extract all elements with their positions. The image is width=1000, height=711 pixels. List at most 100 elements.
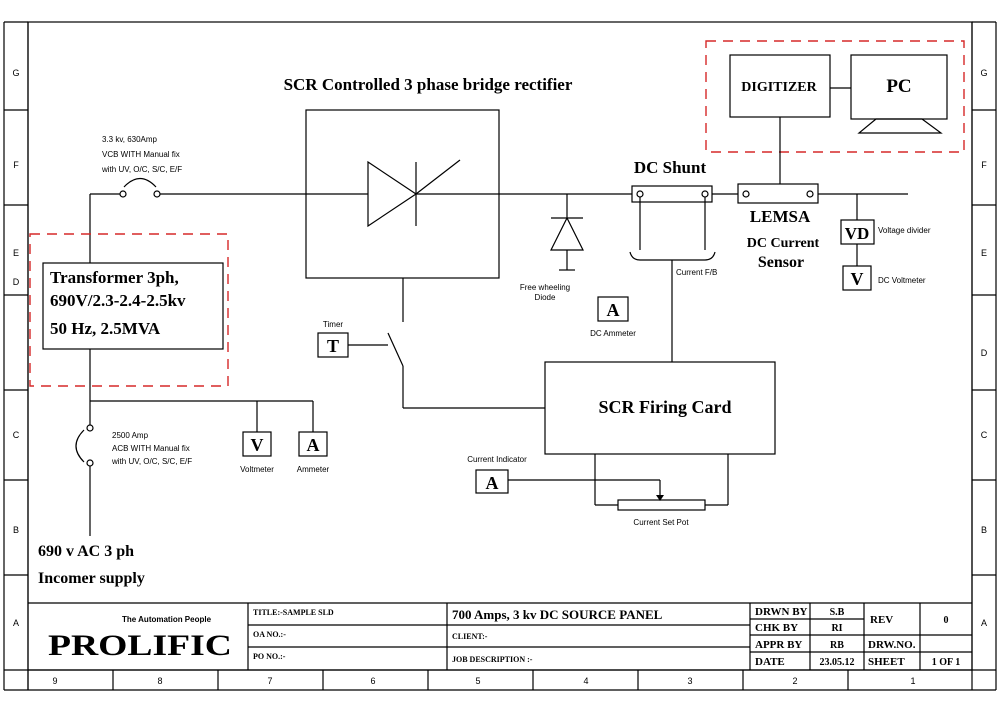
zone-letter: F: [981, 160, 987, 170]
rev-value: 0: [944, 615, 949, 626]
dc-ammeter-label: DC Ammeter: [590, 329, 636, 338]
rev-label: REV: [870, 614, 893, 626]
zone-letter: A: [981, 618, 987, 628]
transformer-box: Transformer 3ph, 690V/2.3-2.4-2.5kv 50 H…: [42, 262, 224, 350]
acb-label-3: with UV, O/C, S/C, E/F: [111, 457, 192, 466]
scr-firing-card: SCR Firing Card: [544, 361, 776, 455]
zone-letter: E: [13, 248, 19, 258]
zone-letter: E: [981, 248, 987, 258]
lemsa-label-1: LEMSA: [750, 207, 811, 226]
po-number: PO NO.:-: [253, 652, 286, 661]
current-indicator-label: Current Indicator: [467, 455, 527, 464]
data-acquisition-highlight: [705, 40, 965, 153]
current-set-pot: Current Set Pot: [594, 454, 729, 527]
checked-by-value: RI: [831, 623, 842, 634]
vcb-label-1: 3.3 kv, 630Amp: [102, 135, 158, 144]
company-tagline: The Automation People: [122, 615, 212, 624]
dc-voltmeter: V DC Voltmeter: [842, 265, 926, 291]
zone-letter: D: [13, 277, 20, 287]
scr-bridge: [305, 109, 500, 279]
drawn-by-value: S.B: [830, 607, 845, 618]
acb-label-1: 2500 Amp: [112, 431, 149, 440]
firing-card-label: SCR Firing Card: [598, 397, 731, 417]
zone-letter: B: [13, 525, 19, 535]
free-wheeling-diode: Free wheeling Diode: [520, 194, 584, 302]
zone-number: 8: [157, 676, 162, 686]
ammeter: A Ammeter: [297, 401, 330, 474]
transformer-label-3: 50 Hz, 2.5MVA: [50, 319, 161, 338]
diode-label-1: Free wheeling: [520, 283, 570, 292]
current-set-pot-label: Current Set Pot: [633, 518, 689, 527]
vcb-label-3: with UV, O/C, S/C, E/F: [101, 165, 182, 174]
date-label: DATE: [755, 656, 785, 668]
zone-letter: C: [981, 430, 988, 440]
acb-label-2: ACB WITH Manual fix: [112, 444, 190, 453]
current-indicator-symbol: A: [486, 473, 499, 493]
zone-letter: C: [13, 430, 20, 440]
zone-number: 9: [52, 676, 57, 686]
job-description: JOB DESCRIPTION :-: [452, 655, 533, 664]
approved-by-value: RB: [830, 640, 844, 651]
dc-voltmeter-label: DC Voltmeter: [878, 276, 926, 285]
zone-letter: G: [980, 68, 987, 78]
voltmeter-label: Voltmeter: [240, 465, 274, 474]
drawn-by-label: DRWN BY: [755, 606, 808, 618]
zone-letters-right: G F E D C B A: [980, 68, 987, 628]
sheet-label: SHEET: [868, 656, 905, 668]
ammeter-symbol: A: [307, 435, 320, 455]
timer-symbol: T: [327, 336, 339, 356]
zone-number: 4: [583, 676, 588, 686]
lemsa-sensor: LEMSA DC Current Sensor: [737, 183, 820, 271]
voltage-divider-symbol: VD: [845, 224, 870, 243]
approved-by-label: APPR BY: [755, 639, 802, 651]
dc-shunt: DC Shunt Current F/B: [629, 158, 717, 362]
lemsa-label-2: DC Current: [747, 236, 820, 251]
timer-label: Timer: [323, 320, 343, 329]
digitizer-label: DIGITIZER: [741, 80, 817, 95]
zone-letter: D: [981, 348, 988, 358]
checked-by-label: CHK BY: [755, 622, 798, 634]
zone-numbers-bottom: 9 8 7 6 5 4 3 2 1: [52, 676, 915, 686]
ammeter-label: Ammeter: [297, 465, 330, 474]
transformer-highlight: [29, 233, 229, 387]
timer: Timer T: [317, 320, 545, 409]
dc-ammeter: A DC Ammeter: [590, 296, 636, 338]
transformer-label-1: Transformer 3ph,: [50, 268, 179, 287]
drawing-title: TITLE:-SAMPLE SLD: [253, 608, 334, 617]
rectifier-title: SCR Controlled 3 phase bridge rectifier: [284, 75, 573, 94]
zone-letter: B: [981, 525, 987, 535]
incomer-label-1: 690 v AC 3 ph: [38, 543, 134, 560]
client: CLIENT:-: [452, 632, 488, 641]
voltage-divider-label: Voltage divider: [878, 226, 931, 235]
date-value: 23.05.12: [820, 657, 855, 668]
zone-number: 2: [792, 676, 797, 686]
company-logo: PROLIFIC: [48, 629, 232, 662]
zone-number: 7: [267, 676, 272, 686]
zone-number: 1: [910, 676, 915, 686]
zone-number: 5: [475, 676, 480, 686]
diode-label-2: Diode: [535, 293, 556, 302]
title-block: The Automation People PROLIFIC TITLE:-SA…: [28, 602, 972, 670]
sheet-value: 1 OF 1: [932, 657, 961, 668]
pc-keyboard-shape: [857, 118, 943, 134]
acb-breaker: 2500 Amp ACB WITH Manual fix with UV, O/…: [75, 424, 192, 536]
current-indicator: Current Indicator A: [467, 455, 660, 494]
zone-number: 6: [370, 676, 375, 686]
voltage-divider: VD Voltage divider: [840, 194, 931, 266]
vcb-breaker: 3.3 kv, 630Amp VCB WITH Manual fix with …: [89, 135, 182, 263]
voltmeter-symbol: V: [251, 435, 264, 455]
zone-letters-left: G F E D C B A: [12, 68, 19, 628]
zone-number: 3: [687, 676, 692, 686]
current-fb-label: Current F/B: [676, 268, 717, 277]
voltmeter: V Voltmeter: [240, 401, 274, 474]
panel-title: 700 Amps, 3 kv DC SOURCE PANEL: [452, 607, 663, 622]
timer-switch: [387, 332, 404, 367]
dc-shunt-label: DC Shunt: [634, 158, 707, 177]
dc-voltmeter-symbol: V: [851, 269, 864, 289]
transformer-label-2: 690V/2.3-2.4-2.5kv: [50, 291, 186, 310]
dc-ammeter-symbol: A: [607, 300, 620, 320]
drawing-frame: [3, 21, 997, 691]
drawing-number-label: DRW.NO.: [868, 639, 916, 651]
lemsa-label-3: Sensor: [758, 254, 804, 271]
zone-letter: G: [12, 68, 19, 78]
